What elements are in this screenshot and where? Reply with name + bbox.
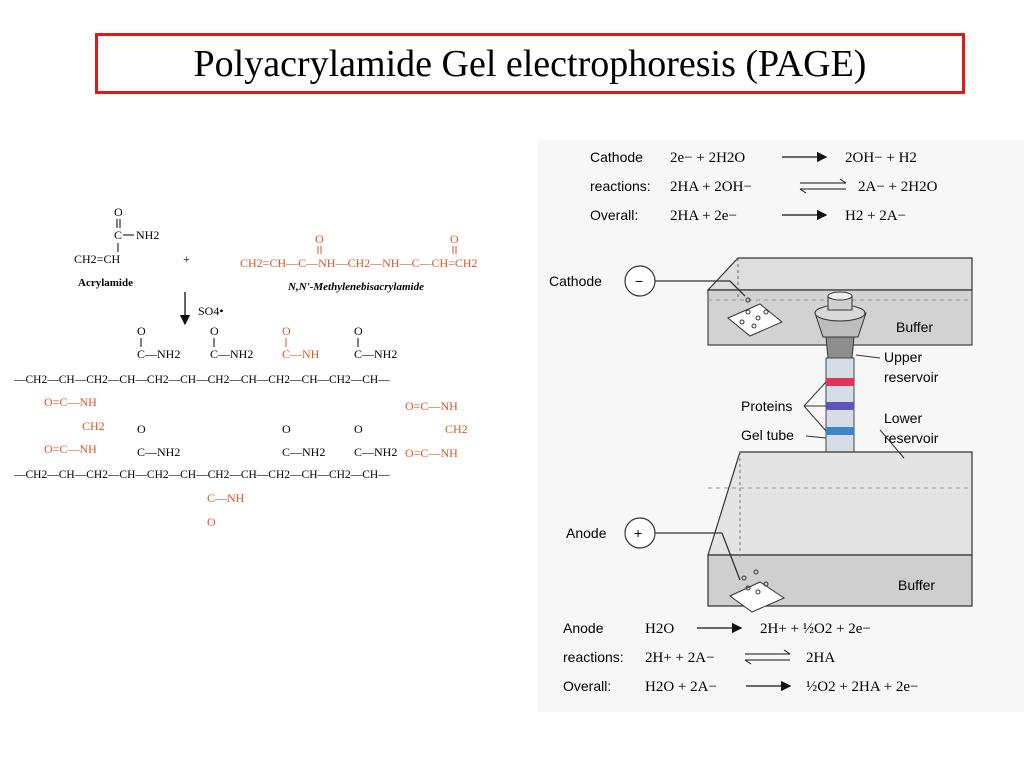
lower-reservoir-label-2: reservoir — [884, 430, 939, 446]
cathode-overall-heading: Overall: — [590, 207, 638, 223]
polymer-structure: O O O O C—NH2 C—NH2 C—NH C—NH2 —CH2—CH—C… — [13, 324, 468, 529]
cathode-sign: − — [635, 273, 643, 289]
acrylamide-label: Acrylamide — [78, 277, 133, 289]
acrylamide-c: C — [114, 228, 122, 242]
acrylamide-nh2: NH2 — [136, 228, 159, 242]
buffer-bottom-label: Buffer — [898, 577, 935, 593]
svg-text:O: O — [450, 232, 459, 246]
page-title: Polyacrylamide Gel electrophoresis (PAGE… — [193, 42, 867, 85]
side-group-3: C—NH2 — [354, 347, 397, 361]
crosslink-right-1: O=C—NH — [405, 399, 458, 413]
polymer-row-2: —CH2—CH—CH2—CH—CH2—CH—CH2—CH—CH2—CH—CH2—… — [13, 469, 390, 481]
protein-band-red — [826, 378, 854, 386]
bis-formula: CH2=CH—C—NH—CH2—NH—C—CH=CH2 — [240, 256, 478, 270]
cathode-reactions: Cathode reactions: Overall: 2e− + 2H2O 2… — [590, 149, 938, 224]
upper-reservoir-label-2: reservoir — [884, 369, 939, 385]
bis-structure: O O CH2=CH—C—NH—CH2—NH—C—CH=CH2 N,N'-Met… — [240, 232, 478, 293]
anode-eq2-right: 2HA — [806, 650, 835, 666]
proteins-label: Proteins — [741, 398, 792, 414]
title-box: Polyacrylamide Gel electrophoresis (PAGE… — [95, 33, 965, 94]
ch2-right: CH2 — [445, 422, 468, 436]
crosslink-left-1: O=C—NH — [44, 395, 97, 409]
acrylamide-backbone: CH2=CH — [74, 252, 120, 266]
cathode-heading: Cathode — [590, 149, 643, 165]
svg-text:O: O — [137, 422, 146, 436]
svg-text:O: O — [354, 422, 363, 436]
anode-eq2-left: 2H+ + 2A− — [645, 650, 715, 666]
anode-eq1-left: H2O — [645, 621, 674, 637]
polymer-row-1: —CH2—CH—CH2—CH—CH2—CH—CH2—CH—CH2—CH—CH2—… — [13, 374, 390, 386]
anode-connector: Anode + — [566, 517, 741, 581]
cathode-eq1-left: 2e− + 2H2O — [670, 150, 745, 166]
side-nh-2: C—NH — [207, 491, 245, 505]
cathode-reactions-heading: reactions: — [590, 178, 651, 194]
acrylamide-structure: O C NH2 CH2=CH Acrylamide — [74, 205, 159, 289]
svg-text:O: O — [210, 324, 219, 338]
electrophoresis-apparatus: Cathode − Anode + Buffer Buffer Upper re… — [549, 257, 973, 613]
crosslink-right-2: O=C—NH — [405, 446, 458, 460]
initiator-arrow: SO4• — [179, 292, 224, 326]
anode-eq3-right: ½O2 + 2HA + 2e− — [806, 679, 918, 695]
anode-reactions: Anode reactions: Overall: H2O 2H+ + ½O2 … — [563, 620, 918, 695]
initiator-label: SO4• — [198, 304, 224, 318]
anode-sign: + — [634, 525, 642, 541]
side-group-5: C—NH2 — [282, 445, 325, 459]
polymer-bottom-o: O — [207, 515, 216, 529]
lower-reservoir-label-1: Lower — [884, 410, 922, 426]
lower-reservoir-tank — [707, 451, 973, 613]
buffer-top-label: Buffer — [896, 319, 933, 335]
upper-reservoir-label-1: Upper — [884, 349, 922, 365]
anode-eq1-right: 2H+ + ½O2 + 2e− — [760, 621, 871, 637]
side-group-4: C—NH2 — [137, 445, 180, 459]
side-group-1: C—NH2 — [137, 347, 180, 361]
anode-eq3-left: H2O + 2A− — [645, 679, 717, 695]
cathode-connector: Cathode − — [549, 265, 746, 297]
svg-text:O: O — [354, 324, 363, 338]
cathode-eq2-left: 2HA + 2OH− — [670, 179, 752, 195]
protein-band-cyan — [826, 427, 854, 435]
apparatus-panel-bg — [538, 140, 1024, 712]
cathode-eq3-left: 2HA + 2e− — [670, 208, 737, 224]
cathode-eq2-right: 2A− + 2H2O — [858, 179, 938, 195]
crosslink-left-2: O=C—NH — [44, 442, 97, 456]
anode-heading: Anode — [563, 620, 604, 636]
bis-label: N,N'-Methylenebisacrylamide — [287, 281, 424, 293]
side-nh-1: C—NH — [282, 347, 320, 361]
plus-sign: + — [183, 252, 190, 266]
anode-reactions-heading: reactions: — [563, 649, 624, 665]
svg-text:O: O — [315, 232, 324, 246]
protein-band-blue — [826, 402, 854, 410]
side-group-6: C—NH2 — [354, 445, 397, 459]
acrylamide-o: O — [114, 205, 123, 219]
cathode-label: Cathode — [549, 273, 602, 289]
svg-text:O: O — [282, 422, 291, 436]
cathode-eq1-right: 2OH− + H2 — [845, 150, 917, 166]
side-group-2: C—NH2 — [210, 347, 253, 361]
anode-label: Anode — [566, 525, 607, 541]
anode-overall-heading: Overall: — [563, 678, 611, 694]
gel-tube-label: Gel tube — [741, 427, 794, 443]
stopper — [814, 291, 867, 359]
ch2-left: CH2 — [82, 419, 105, 433]
svg-text:O: O — [137, 324, 146, 338]
cathode-eq3-right: H2 + 2A− — [845, 208, 906, 224]
svg-text:O: O — [282, 324, 291, 338]
